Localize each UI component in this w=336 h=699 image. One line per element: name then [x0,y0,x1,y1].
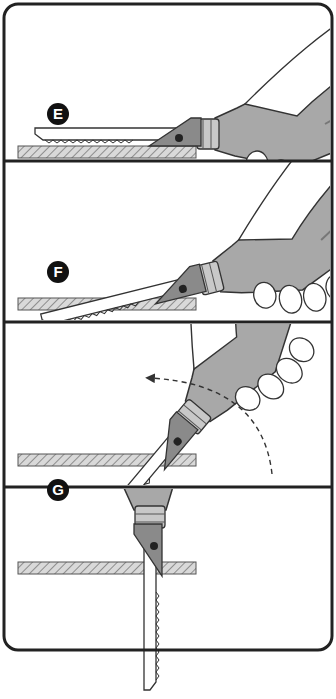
reciprocating-saw [6,489,208,690]
workpiece [18,562,196,574]
panel-divider [4,160,332,163]
workpiece [18,146,196,158]
callout-letter: E [47,103,69,125]
callout-letter: G [47,479,69,501]
frame [4,4,332,650]
reciprocating-saw [6,162,330,320]
panel-divider [4,321,332,324]
callout-letter: F [47,261,69,283]
rotation-arrow [150,378,272,474]
reciprocating-saw [35,6,330,160]
reciprocating-saw [6,324,330,485]
